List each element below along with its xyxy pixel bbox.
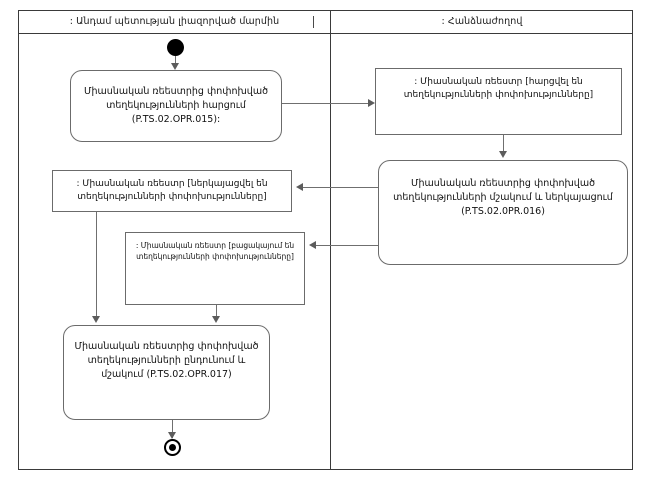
object-node-requested[interactable]: : Միասնական ռեեստր [հարցվել են տեղեկությ…	[375, 68, 622, 135]
arrowhead-down-icon	[499, 151, 507, 158]
object-node-absent-label: : Միասնական ռեեստր [բացակայում են տեղեկո…	[135, 241, 295, 262]
initial-node	[167, 39, 184, 56]
object-node-requested-label: : Միասնական ռեեստր [հարցվել են տեղեկությ…	[403, 77, 594, 101]
arrowhead-left-icon	[296, 183, 303, 191]
action-node-opr-016[interactable]: Միասնական ռեեստրից փոփոխված տեղեկություն…	[378, 160, 628, 265]
arrowhead-down-icon	[92, 316, 100, 323]
swimlane-header-tick	[313, 16, 314, 28]
arrowhead-down-icon	[171, 63, 179, 70]
action-node-opr-016-label: Միասնական ռեեստրից փոփոխված տեղեկություն…	[393, 178, 613, 217]
edge-action016-to-presented	[300, 187, 378, 188]
edge-absent-to-action017	[216, 305, 217, 318]
final-node	[164, 439, 181, 456]
swimlane-header-left: : Անդամ պետության լիազորված մարմին	[18, 10, 331, 34]
arrowhead-right-icon	[368, 99, 375, 107]
arrowhead-down-icon	[168, 432, 176, 439]
arrowhead-down-icon	[212, 316, 220, 323]
object-node-presented[interactable]: : Միասնական ռեեստր [ներկայացվել են տեղեկ…	[52, 170, 292, 212]
edge-requested-to-action016	[503, 135, 504, 153]
action-node-opr-017-label: Միասնական ռեեստրից փոփոխված տեղեկություն…	[74, 341, 259, 380]
swimlane-divider	[330, 10, 331, 470]
action-node-opr-015-label: Միասնական ռեեստրից փոփոխված տեղեկություն…	[84, 86, 268, 125]
edge-action017-to-end	[172, 420, 173, 438]
edge-action016-to-absent	[313, 245, 378, 246]
object-node-presented-label: : Միասնական ռեեստր [ներկայացվել են տեղեկ…	[76, 179, 268, 203]
swimlane-header-right: : Հանձնաժողով	[331, 10, 633, 34]
edge-action015-to-object-requested	[282, 103, 370, 104]
edge-presented-to-action017	[96, 212, 97, 318]
edge-start-to-action015	[175, 56, 176, 66]
object-node-absent[interactable]: : Միասնական ռեեստր [բացակայում են տեղեկո…	[125, 232, 305, 305]
action-node-opr-015[interactable]: Միասնական ռեեստրից փոփոխված տեղեկություն…	[70, 70, 282, 142]
action-node-opr-017[interactable]: Միասնական ռեեստրից փոփոխված տեղեկություն…	[63, 325, 270, 420]
arrowhead-left-icon	[309, 241, 316, 249]
swimlane-label-left: : Անդամ պետության լիազորված մարմին	[69, 16, 280, 27]
swimlane-label-right: : Հանձնաժողով	[441, 16, 523, 27]
